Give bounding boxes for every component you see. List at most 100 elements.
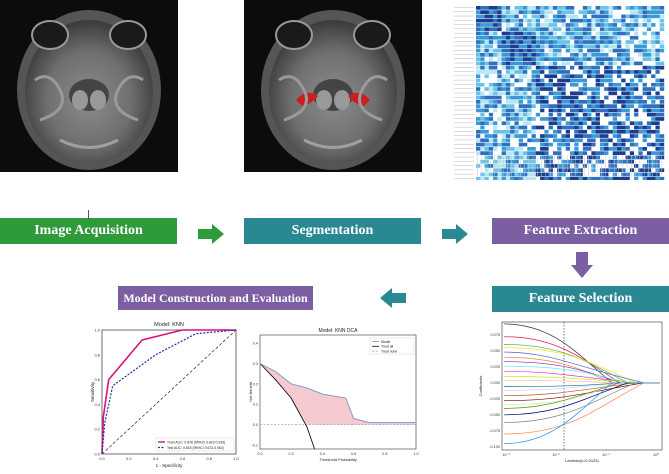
heatmap-cell	[493, 108, 498, 113]
heatmap-cell	[514, 70, 519, 74]
heatmap-cell	[612, 31, 618, 36]
heatmap-cell	[578, 87, 584, 91]
heatmap-cell	[488, 117, 494, 121]
heatmap-cell	[646, 6, 652, 10]
heatmap-cell	[595, 151, 601, 155]
heatmap-cell	[595, 40, 601, 44]
heatmap-cell	[604, 10, 609, 14]
heatmap-cell	[621, 155, 626, 160]
lasso-coefficient-path	[503, 323, 660, 384]
heatmap-cell	[612, 14, 618, 19]
heatmap-cell	[518, 168, 524, 173]
heatmap-cell	[659, 100, 665, 104]
heatmap-cell	[646, 14, 652, 19]
heatmap-cell	[617, 104, 622, 108]
heatmap-cell	[655, 31, 660, 36]
heatmap-cell	[514, 10, 519, 14]
heatmap-cell	[488, 18, 494, 23]
heatmap-cell	[617, 53, 622, 57]
heatmap-cell	[621, 117, 626, 121]
heatmap-cell	[591, 142, 596, 147]
heatmap-cell	[476, 164, 481, 168]
heatmap-cell	[651, 95, 656, 100]
heatmap-cell	[582, 53, 588, 57]
heatmap-cell	[655, 117, 660, 121]
heatmap-cell	[629, 159, 635, 164]
heatmap-cell	[510, 108, 515, 113]
heatmap-cell	[505, 23, 511, 27]
heatmap-cell	[480, 159, 485, 164]
heatmap-cell	[548, 44, 554, 49]
heatmap-cell	[604, 151, 609, 155]
heatmap-cell	[527, 53, 532, 57]
heatmap-cell	[484, 78, 490, 83]
heatmap-cell	[646, 23, 652, 27]
heatmap-cell	[574, 129, 579, 134]
heatmap-cell	[497, 53, 502, 57]
heatmap-cell	[510, 129, 515, 134]
heatmap-cell	[527, 104, 532, 108]
dca-legend-label: Treat all	[381, 345, 393, 349]
heatmap-cell	[535, 151, 541, 155]
heatmap-cell	[646, 108, 652, 113]
heatmap-cell	[599, 74, 605, 79]
lasso-coefficient-path	[503, 382, 660, 444]
heatmap-cell	[505, 104, 511, 108]
heatmap-cell	[574, 134, 579, 138]
heatmap-cell	[629, 48, 635, 53]
heatmap-cell	[574, 23, 579, 27]
heatmap-cell	[634, 78, 639, 83]
heatmap-cell	[561, 23, 566, 27]
heatmap-cell	[548, 168, 554, 173]
dca-treat-all-line	[259, 363, 316, 450]
heatmap-cell	[604, 168, 609, 173]
heatmap-cell	[544, 121, 549, 126]
heatmap-cell	[651, 23, 656, 27]
heatmap-cell	[617, 91, 622, 96]
heatmap-cell	[535, 40, 541, 44]
heatmap-cell	[501, 57, 507, 61]
heatmap-cell	[523, 40, 528, 44]
heatmap-cell	[570, 117, 575, 121]
heatmap-cell	[501, 31, 507, 36]
heatmap-cell	[488, 125, 494, 130]
heatmap-cell	[510, 142, 515, 147]
heatmap-cell	[531, 172, 537, 177]
heatmap-cell	[638, 10, 643, 14]
heatmap-cell	[535, 6, 541, 10]
heatmap-cell	[621, 70, 626, 74]
heatmap-cell	[587, 147, 592, 151]
heatmap-cell	[480, 65, 485, 70]
heatmap-cell	[646, 100, 652, 104]
heatmap-cell	[599, 35, 605, 40]
heatmap-cell	[570, 159, 575, 164]
heatmap-cell	[535, 147, 541, 151]
heatmap-cell	[484, 53, 490, 57]
heatmap-cell	[505, 117, 511, 121]
heatmap-cell	[527, 108, 532, 113]
heatmap-cell	[497, 27, 502, 32]
heatmap-cell	[617, 65, 622, 70]
heatmap-cell	[587, 100, 592, 104]
heatmap-cell	[510, 121, 515, 126]
heatmap-cell	[527, 100, 532, 104]
heatmap-cell	[651, 18, 656, 23]
heatmap-cell	[582, 74, 588, 79]
heatmap-cell	[659, 40, 665, 44]
heatmap-cell	[565, 176, 571, 181]
heatmap-cell	[570, 121, 575, 126]
heatmap-cell	[540, 121, 545, 126]
heatmap-cell	[595, 168, 601, 173]
heatmap-cell	[659, 151, 665, 155]
mri-scan-acquisition	[0, 0, 178, 172]
heatmap-cell	[476, 134, 481, 138]
heatmap-cell	[501, 74, 507, 79]
heatmap-cell	[629, 18, 635, 23]
heatmap-cell	[544, 57, 549, 61]
heatmap-cell	[578, 10, 584, 14]
heatmap-cell	[484, 121, 490, 126]
heatmap-cell	[595, 65, 601, 70]
heatmap-cell	[646, 117, 652, 121]
heatmap-cell	[574, 168, 579, 173]
heatmap-cell	[634, 48, 639, 53]
